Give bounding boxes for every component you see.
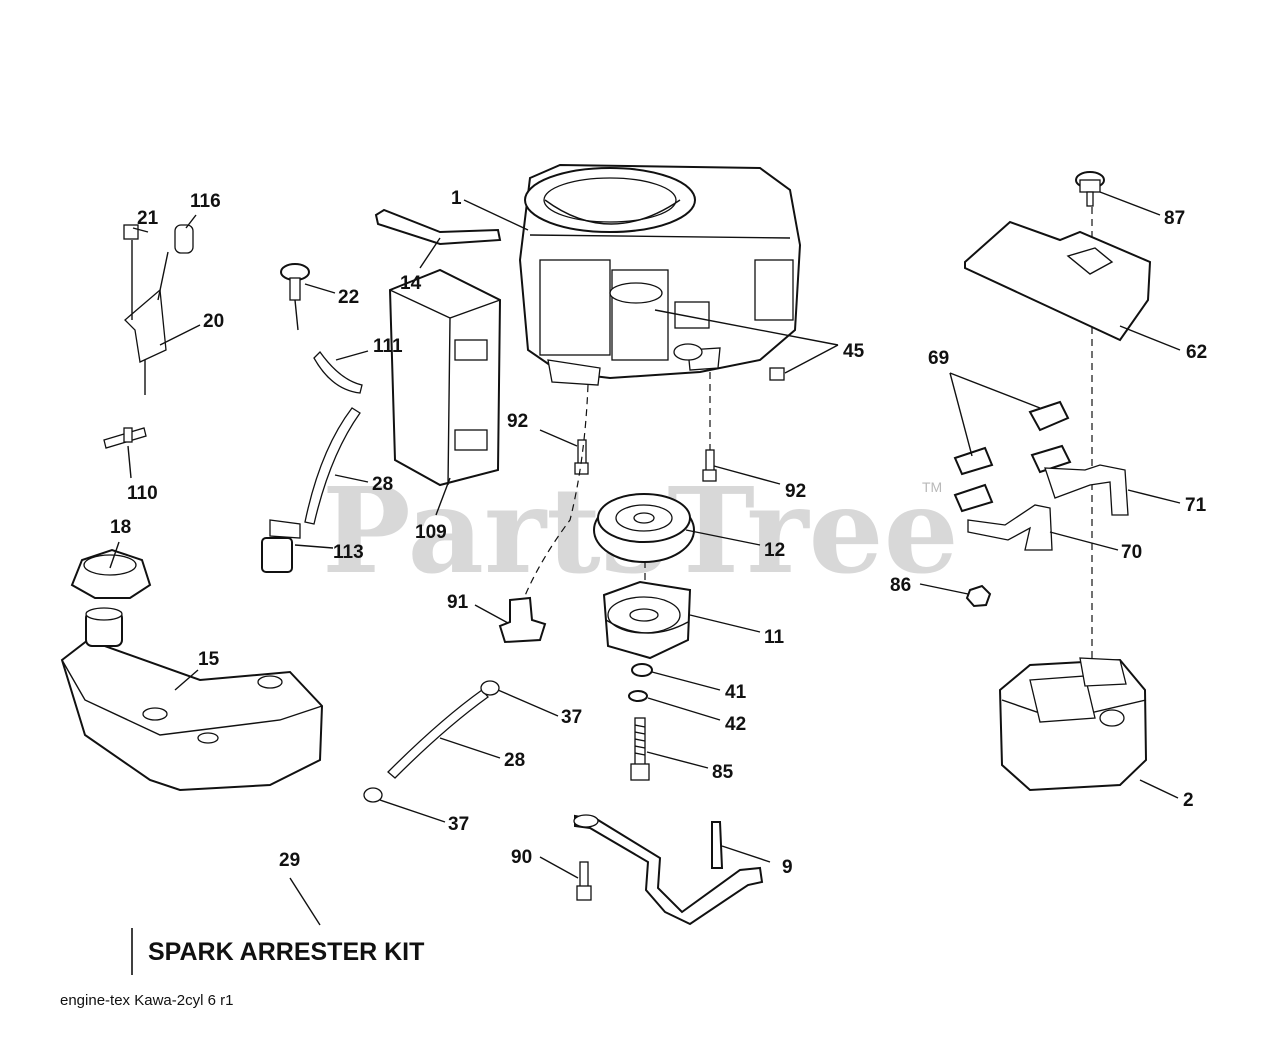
callout-28-upper: 28 (372, 474, 393, 495)
spark-arrester-kit-label: SPARK ARRESTER KIT (148, 938, 424, 966)
callout-70: 70 (1121, 542, 1142, 563)
clamp-part-37-lower (363, 787, 383, 803)
hose-part (374, 208, 502, 246)
fuel-line-28-upper (304, 407, 361, 525)
callout-2: 2 (1183, 790, 1194, 811)
callout-92-upper: 92 (507, 411, 528, 432)
clutch-part (602, 580, 692, 660)
leader-lines (109, 191, 1181, 926)
gasket-part-69-low (953, 483, 994, 513)
bolt-part-87 (1075, 171, 1105, 207)
callout-18: 18 (110, 517, 131, 538)
pulley-part (593, 493, 695, 563)
gasket-part-69-mid (1030, 444, 1072, 474)
bolt-part-90 (576, 861, 592, 901)
clamp-part-37-upper (480, 680, 500, 696)
fuel-line-111 (313, 350, 363, 394)
callout-116: 116 (190, 191, 221, 212)
callout-90: 90 (511, 847, 532, 868)
choke-knob-part (280, 263, 310, 331)
muffler-part (998, 657, 1148, 792)
callout-37-lower: 37 (448, 814, 469, 835)
callout-12: 12 (764, 540, 785, 561)
callout-22: 22 (338, 287, 359, 308)
callout-109: 109 (415, 522, 447, 543)
grommet-part (498, 596, 547, 644)
callout-9: 9 (782, 857, 793, 878)
fuel-line-28-lower (387, 689, 489, 779)
fuel-filter-part (388, 268, 502, 487)
fuel-cap-part (70, 548, 152, 599)
bolt-part-85 (630, 717, 650, 781)
callout-85: 85 (712, 762, 734, 783)
callout-113: 113 (333, 542, 364, 563)
callout-92-lower: 92 (785, 481, 806, 502)
callout-15: 15 (198, 649, 220, 670)
heat-shield-part (964, 220, 1152, 342)
callout-45: 45 (843, 341, 865, 362)
exhaust-pipe-71 (1044, 464, 1129, 516)
wire-part (769, 344, 839, 381)
fuel-tank-part (60, 607, 324, 792)
callout-11: 11 (764, 627, 785, 648)
gasket-part-69-bottom (953, 446, 994, 476)
callout-14: 14 (400, 273, 422, 294)
nut-part-86 (965, 584, 992, 608)
callout-37-upper: 37 (561, 707, 582, 728)
callout-1: 1 (451, 188, 462, 209)
callout-29: 29 (279, 850, 300, 871)
pin-part-110 (103, 427, 147, 449)
callout-111: 111 (373, 336, 403, 357)
callout-20: 20 (203, 311, 224, 332)
washer-part-42 (628, 690, 648, 702)
callout-62: 62 (1186, 342, 1207, 363)
callout-71: 71 (1185, 495, 1207, 516)
callout-86: 86 (890, 575, 911, 596)
fitting-part-113 (261, 519, 301, 573)
callout-87: 87 (1164, 208, 1185, 229)
callout-91: 91 (447, 592, 469, 613)
throttle-control-part (123, 224, 194, 395)
callout-28-lower: 28 (504, 750, 525, 771)
callout-21: 21 (137, 208, 159, 229)
watermark-tm: TM (922, 479, 942, 495)
washer-part-41 (631, 663, 653, 677)
bracket-part (574, 814, 764, 926)
callout-labels: 1 2 9 11 12 14 15 18 20 21 22 28 28 29 3… (110, 188, 1207, 878)
engine-part (518, 163, 802, 386)
callout-42: 42 (725, 714, 746, 735)
drawing-code: engine-tex Kawa-2cyl 6 r1 (60, 992, 233, 1009)
exhaust-pipe-70 (967, 504, 1053, 551)
callout-41: 41 (725, 682, 747, 703)
gasket-part-69-top (1028, 400, 1070, 432)
callout-110: 110 (127, 483, 158, 504)
callout-69: 69 (928, 348, 949, 369)
